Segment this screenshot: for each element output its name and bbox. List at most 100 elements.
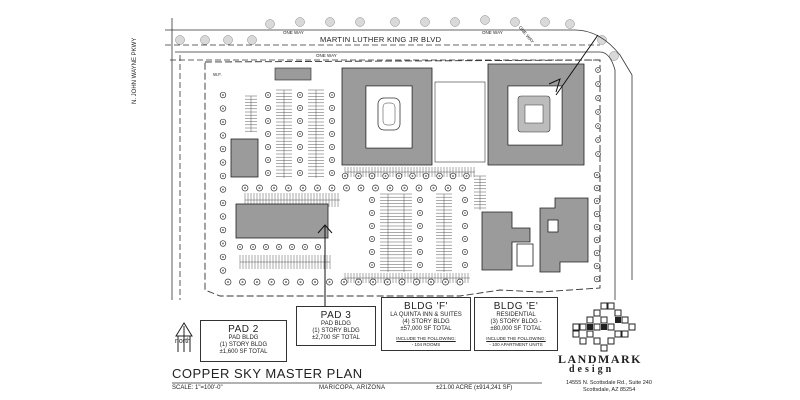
- tree-icon: [200, 35, 210, 45]
- tree-trunk: [291, 246, 293, 248]
- street-label-pkwy: N. JOHN WAYNE PKWY: [132, 37, 138, 104]
- logo-cell: [579, 323, 587, 331]
- tree-trunk: [596, 187, 598, 189]
- tree-trunk: [313, 280, 317, 284]
- tree-trunk: [596, 239, 598, 241]
- logo-cell: [628, 323, 636, 331]
- tree-trunk: [342, 280, 346, 284]
- tree-trunk: [357, 280, 360, 284]
- tree-trunk: [222, 94, 224, 96]
- tree-trunk: [398, 175, 400, 177]
- bldg-e-include: INCLUDE THE FOLLOWING:: [486, 336, 546, 341]
- tree-trunk: [304, 246, 306, 248]
- company-name-sub: design: [569, 364, 615, 375]
- tree-trunk: [317, 246, 319, 248]
- tree-trunk: [331, 133, 333, 135]
- tree-trunk: [278, 246, 280, 248]
- tree-trunk: [299, 172, 301, 174]
- residential-south: [481, 197, 589, 273]
- tree-icon: [390, 17, 400, 27]
- tree-trunk: [316, 186, 319, 190]
- logo-cell: [615, 317, 621, 323]
- bldg-f-include: INCLUDE THE FOLLOWING:: [396, 336, 456, 341]
- tree-trunk: [255, 280, 259, 284]
- tree-trunk: [388, 186, 392, 190]
- tree-trunk: [597, 69, 599, 71]
- pad-3-line: PAD BLDG: [321, 321, 351, 327]
- tree-trunk: [299, 120, 301, 122]
- tree-trunk: [331, 120, 333, 122]
- bldg-e-label: BLDG 'E' RESIDENTIAL (3) STORY BLDG - ±8…: [474, 297, 558, 351]
- tree-trunk: [239, 246, 241, 248]
- trees: [219, 67, 601, 286]
- logo-cell: [600, 344, 608, 352]
- tree-icon: [480, 15, 490, 25]
- bldg-e-line: RESIDENTIAL: [496, 312, 536, 318]
- tree-icon: [295, 17, 305, 27]
- tree-trunk: [425, 175, 427, 177]
- bldg-f-footprint: [341, 67, 433, 166]
- company-address: 14555 N. Scottsdale Rd., Suite 240: [566, 380, 652, 386]
- center-drive: [434, 81, 486, 163]
- tree-trunk: [222, 242, 224, 245]
- bldg-e-sub: - 100 APARTMENT UNITS: [489, 342, 543, 347]
- one-way-label: ONE WAY: [283, 30, 304, 35]
- plan-location: MARICOPA, ARIZONA: [319, 385, 386, 391]
- logo-cell: [607, 337, 615, 345]
- street-lines: [165, 18, 633, 300]
- tree-trunk: [359, 186, 363, 190]
- tree-trunk: [596, 200, 598, 202]
- bldg-e-footprint: [487, 63, 585, 166]
- tree-trunk: [299, 159, 301, 161]
- plan-acreage: ±21.00 ACRE (±914,241 SF): [436, 385, 513, 391]
- tree-trunk: [596, 226, 598, 228]
- tree-trunk: [328, 280, 331, 284]
- tree-trunk: [371, 225, 373, 227]
- tree-icon: [247, 35, 257, 45]
- tree-trunk: [596, 213, 598, 215]
- tree-trunk: [371, 251, 373, 253]
- tree-trunk: [419, 199, 421, 201]
- property-boundary: [204, 59, 601, 297]
- tree-trunk: [222, 215, 224, 218]
- tree-trunk: [344, 175, 346, 177]
- tree-trunk: [284, 280, 288, 284]
- leader-lines: [317, 34, 599, 312]
- logo-cell: [579, 337, 587, 345]
- tree-trunk: [464, 251, 466, 253]
- street-label-mlk: MARTIN LUTHER KING JR BLVD: [320, 35, 442, 44]
- tree-trunk: [222, 161, 224, 164]
- tree-trunk: [386, 280, 389, 284]
- tree-trunk: [464, 238, 466, 240]
- tree-trunk: [222, 121, 224, 123]
- tree-icon: [565, 19, 575, 29]
- tree-trunk: [331, 107, 333, 109]
- tree-trunk: [267, 159, 269, 161]
- logo-cell: [600, 302, 608, 310]
- tree-trunk: [357, 175, 360, 177]
- logo-cell: [586, 316, 594, 324]
- tree-trunk: [371, 199, 373, 201]
- tree-trunk: [222, 269, 224, 272]
- logo-cell: [614, 309, 622, 317]
- tree-trunk: [596, 252, 598, 254]
- tree-trunk: [299, 107, 301, 109]
- tree-trunk: [299, 146, 301, 148]
- tree-trunk: [226, 280, 230, 284]
- tree-trunk: [419, 251, 421, 253]
- tree-trunk: [222, 188, 224, 191]
- bldg-f-line: ±57,000 SF TOTAL: [400, 326, 452, 332]
- tree-trunk: [415, 280, 418, 284]
- pad-3-label: PAD 3 PAD BLDG (1) STORY BLDG ±2,700 SF …: [296, 306, 376, 346]
- tree-trunk: [243, 186, 247, 190]
- tree-trunk: [432, 186, 435, 190]
- tree-trunk: [222, 229, 224, 231]
- tree-trunk: [419, 225, 421, 227]
- logo-cell: [614, 330, 622, 338]
- tree-trunk: [597, 125, 599, 127]
- tree-trunk: [403, 186, 406, 190]
- tree-icon: [355, 17, 365, 27]
- tree-trunk: [452, 175, 454, 177]
- plan-scale: SCALE: 1"=100'-0": [172, 385, 223, 391]
- one-way-label: ONE WAY: [482, 30, 503, 35]
